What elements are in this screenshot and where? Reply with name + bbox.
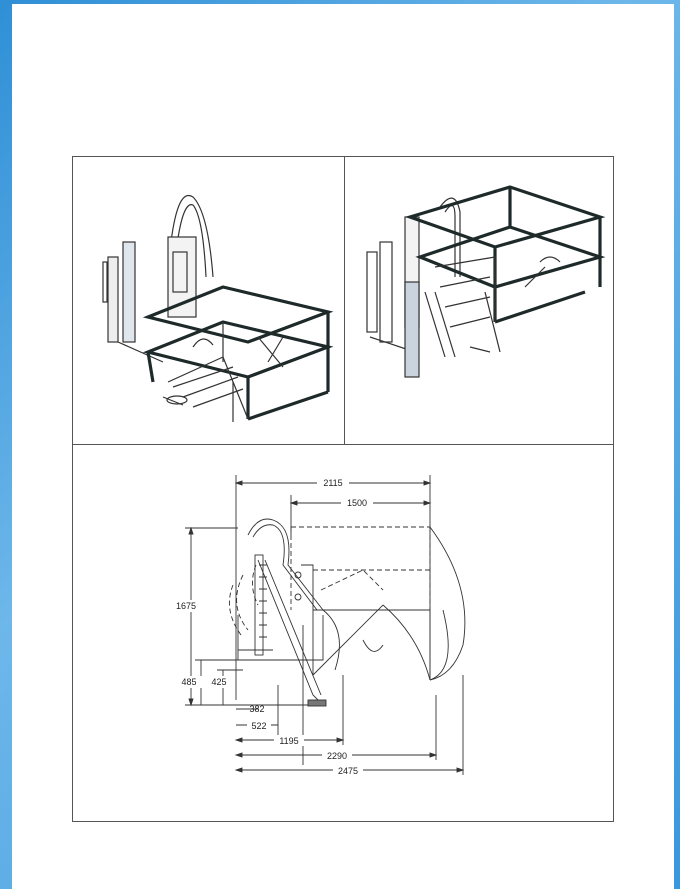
- panel-divider-horizontal: [73, 444, 613, 445]
- dim-382: 382: [249, 704, 264, 714]
- dim-485: 485: [181, 677, 196, 687]
- dim-1675: 1675: [176, 601, 196, 611]
- dim-2290: 2290: [327, 751, 347, 761]
- dim-425: 425: [211, 677, 226, 687]
- isometric-view-left: [102, 194, 334, 422]
- panel-divider-vertical: [344, 157, 345, 444]
- drawing-frame: 2115 1500 1675 485 425 382 522 1195 2290…: [72, 156, 614, 822]
- isometric-view-right: [366, 185, 606, 378]
- side-elevation-drawing: 2115 1500 1675 485 425 382 522 1195 2290…: [173, 475, 466, 776]
- dim-2115: 2115: [323, 478, 342, 488]
- dim-1500: 1500: [347, 498, 367, 508]
- dim-2475: 2475: [338, 766, 358, 776]
- dim-522: 522: [251, 721, 266, 731]
- dim-1195: 1195: [279, 736, 298, 746]
- document-page: 2115 1500 1675 485 425 382 522 1195 2290…: [12, 4, 674, 889]
